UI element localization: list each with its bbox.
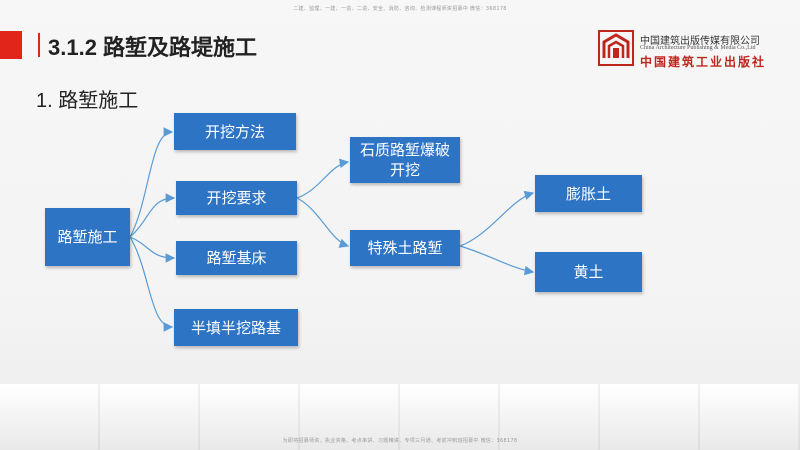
node-rock-cut-blasting: 石质路堑爆破 开挖: [350, 137, 460, 183]
publisher-name-en: China Architecture Publishing & Media Co…: [640, 45, 756, 51]
connector-special-loess: [459, 245, 535, 276]
page-title: 3.1.2 路堑及路堤施工: [48, 35, 258, 60]
connector-root-half: [129, 236, 174, 332]
connector-requirement-rock: [296, 158, 350, 199]
node-excavation-method: 开挖方法: [174, 113, 296, 150]
connector-root-bed: [129, 236, 176, 263]
publisher-name-cn: 中国建筑出版传媒有限公司: [640, 36, 760, 47]
footer-note: 为即将招募师资、执业资格、考点串讲、习题精讲、专项三月通、考前冲刺班招募中 微信…: [282, 438, 518, 444]
publisher-brand: 中国建筑工业出版社: [640, 55, 767, 69]
connector-root-method: [129, 127, 174, 238]
publisher-logo: 中国建筑出版传媒有限公司 China Architecture Publishi…: [598, 30, 788, 70]
node-cut-construction: 路堑施工: [45, 208, 130, 266]
header-note: 二建、监理、一建、一造、二造、安全、消防、咨询、检测课程师资招募中 微信：368…: [293, 6, 507, 12]
node-cut-subgrade-bed: 路堑基床: [176, 241, 297, 275]
node-swelling-soil: 膨胀土: [535, 175, 642, 212]
connector-special-swelling: [459, 190, 535, 247]
connector-requirement-special: [296, 197, 350, 248]
node-half-fill-half-cut: 半填半挖路基: [174, 309, 298, 346]
background-floor: [0, 384, 800, 450]
title-accent-bar: [0, 31, 22, 59]
section-title: 1. 路堑施工: [36, 90, 139, 112]
node-loess: 黄土: [535, 252, 642, 292]
title-divider: [38, 33, 40, 57]
publisher-logo-icon: [598, 30, 634, 66]
connector-root-requirement: [129, 193, 176, 238]
node-special-soil-cut: 特殊土路堑: [350, 230, 460, 266]
node-excavation-requirement: 开挖要求: [176, 181, 297, 215]
